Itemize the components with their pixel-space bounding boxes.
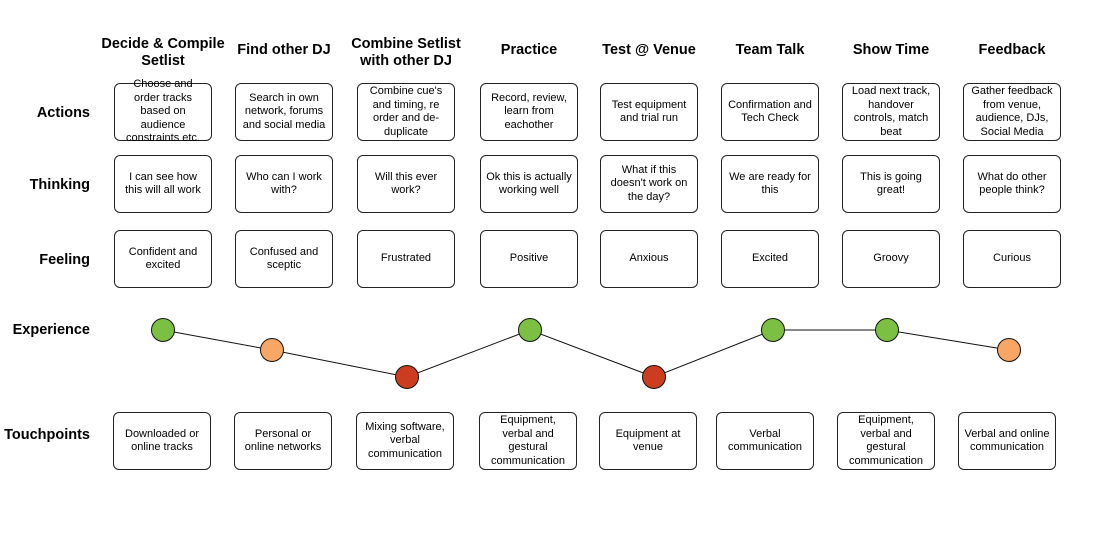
touchpoint-card: Mixing software, verbal communication (356, 412, 454, 470)
thinking-card: Who can I work with? (235, 155, 333, 213)
row-label-feeling: Feeling (39, 252, 90, 268)
stage-title: Feedback (978, 42, 1046, 58)
stage-title: Team Talk (735, 42, 805, 58)
row-label-experience: Experience (12, 322, 90, 338)
thinking-card: What if this doesn't work on the day? (600, 155, 698, 213)
experience-point (997, 338, 1021, 362)
action-card: Record, review, learn from eachother (480, 83, 578, 141)
touchpoint-card: Verbal communication (716, 412, 814, 470)
action-card: Load next track, handover controls, matc… (842, 83, 940, 141)
touchpoint-card: Downloaded or online tracks (113, 412, 211, 470)
feeling-card: Positive (480, 230, 578, 288)
experience-point (518, 318, 542, 342)
stage-title: Find other DJ (237, 42, 331, 58)
feeling-card: Groovy (842, 230, 940, 288)
stage-title: Test @ Venue (602, 42, 696, 58)
thinking-card: Ok this is actually working well (480, 155, 578, 213)
touchpoint-card: Verbal and online communication (958, 412, 1056, 470)
experience-line (162, 329, 1010, 378)
touchpoint-card: Personal or online networks (234, 412, 332, 470)
experience-point (151, 318, 175, 342)
touchpoint-card: Equipment, verbal and gestural communica… (837, 412, 935, 470)
touchpoint-card: Equipment, verbal and gestural communica… (479, 412, 577, 470)
thinking-card: This is going great! (842, 155, 940, 213)
feeling-card: Confused and sceptic (235, 230, 333, 288)
stage-title: Decide & Compile Setlist (101, 36, 225, 69)
feeling-card: Excited (721, 230, 819, 288)
stage-title: Practice (500, 42, 558, 58)
experience-point (761, 318, 785, 342)
stage-title: Show Time (852, 42, 930, 58)
feeling-card: Frustrated (357, 230, 455, 288)
row-label-actions: Actions (36, 105, 90, 121)
experience-point (875, 318, 899, 342)
row-label-thinking: Thinking (29, 177, 90, 193)
action-card: Gather feedback from venue, audience, DJ… (963, 83, 1061, 141)
row-label-touchpoints: Touchpoints (4, 427, 90, 443)
action-card: Confirmation and Tech Check (721, 83, 819, 141)
action-card: Combine cue's and timing, re order and d… (357, 83, 455, 141)
experience-point (260, 338, 284, 362)
thinking-card: We are ready for this (721, 155, 819, 213)
thinking-card: Will this ever work? (357, 155, 455, 213)
action-card: Test equipment and trial run (600, 83, 698, 141)
thinking-card: I can see how this will all work (114, 155, 212, 213)
touchpoint-card: Equipment at venue (599, 412, 697, 470)
feeling-card: Confident and excited (114, 230, 212, 288)
thinking-card: What do other people think? (963, 155, 1061, 213)
feeling-card: Anxious (600, 230, 698, 288)
action-card: Search in own network, forums and social… (235, 83, 333, 141)
action-card: Choose and order tracks based on audienc… (114, 78, 212, 144)
experience-point (642, 365, 666, 389)
feeling-card: Curious (963, 230, 1061, 288)
experience-point (395, 365, 419, 389)
stage-title: Combine Setlist with other DJ (351, 36, 461, 69)
